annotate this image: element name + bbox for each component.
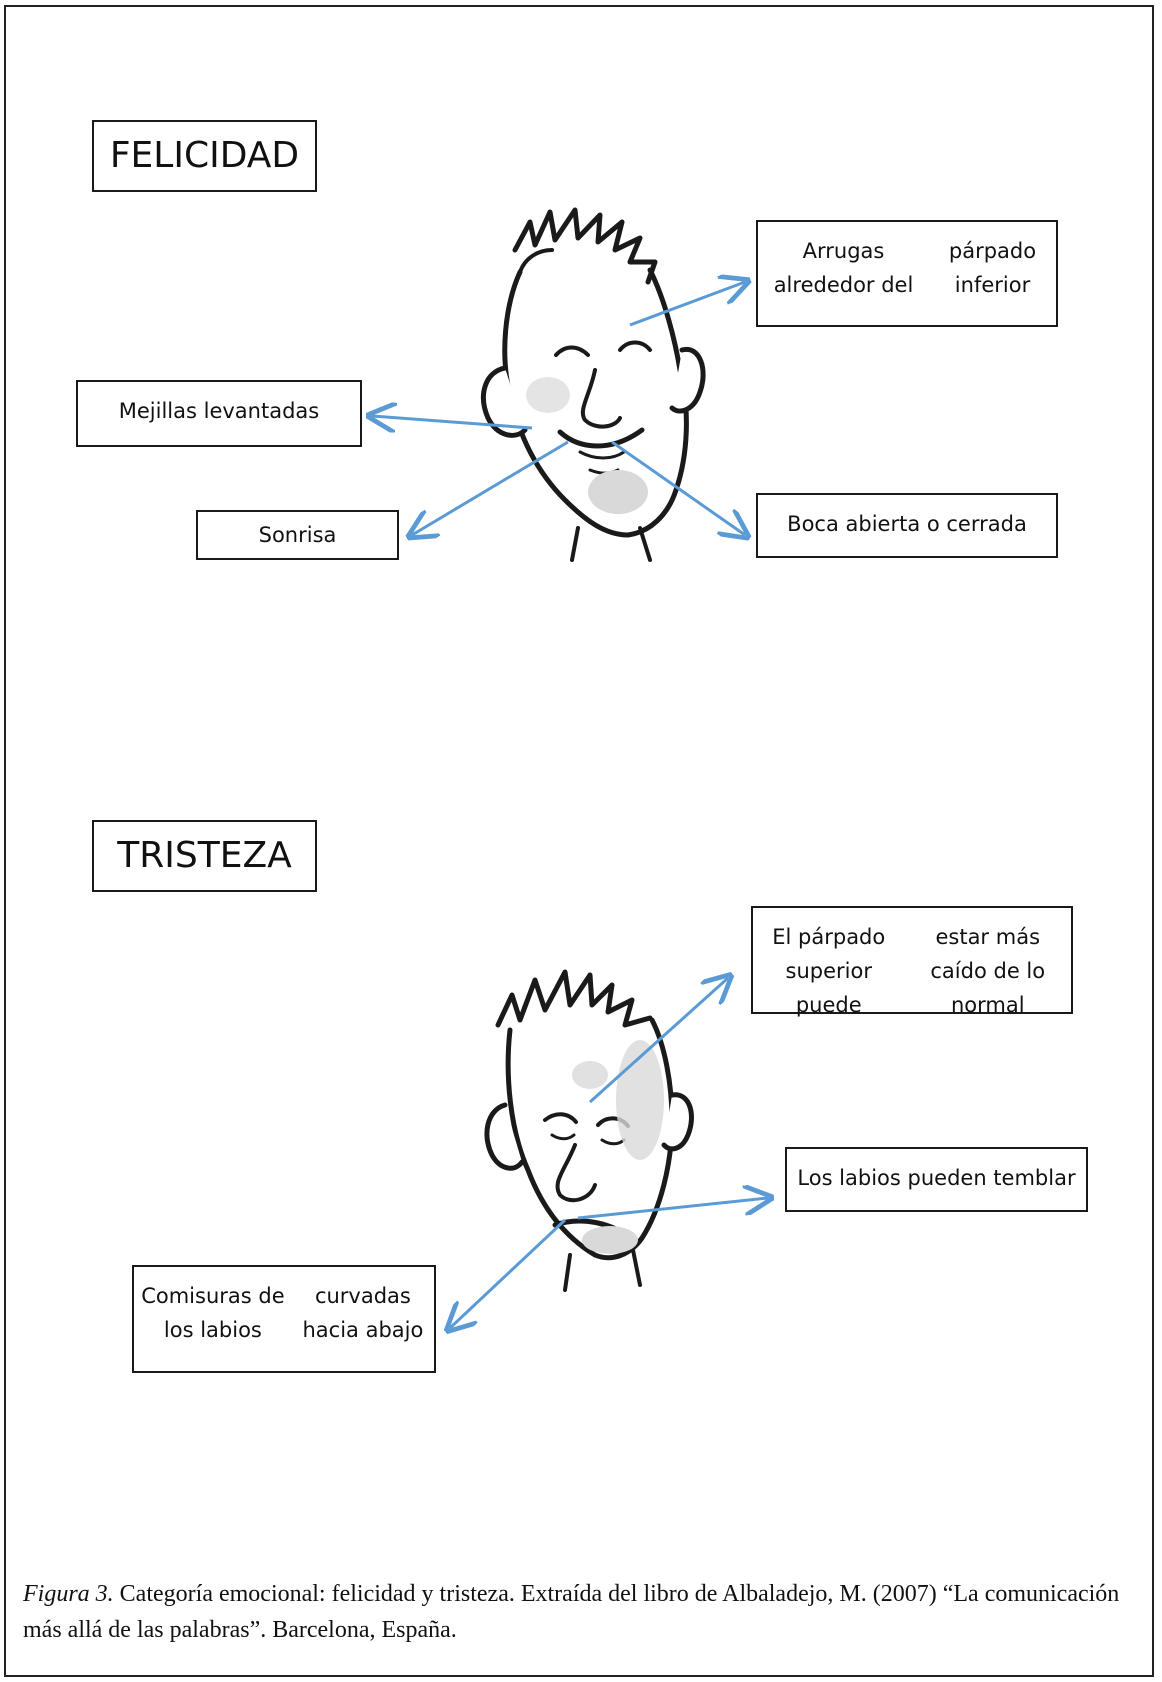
figure-frame: [4, 5, 1154, 1677]
label-mouth-open-closed: Boca abierta o cerrada: [756, 493, 1058, 558]
arrow-lip-corners: [450, 1218, 567, 1328]
figure-caption-text: Categoría emocional: felicidad y tristez…: [23, 1581, 1120, 1643]
arrow-lips-tremble: [577, 1198, 768, 1220]
label-eyelid-wrinkles-line2: párpado inferior: [948, 239, 1037, 297]
arrow-eyelid-wrinkles: [629, 282, 745, 327]
label-raised-cheeks: Mejillas levantadas: [76, 380, 362, 447]
label-upper-eyelid: El párpado superior puede estar más caíd…: [751, 906, 1073, 1017]
label-lip-corners-line1: Comisuras de los labios: [141, 1284, 285, 1342]
arrow-upper-eyelid: [588, 978, 728, 1104]
sad-face-illustration: [484, 969, 694, 1292]
arrow-mouth: [611, 440, 745, 535]
label-eyelid-wrinkles-line1: Arrugas alrededor del: [773, 239, 914, 297]
figure-caption-label: Figura 3.: [23, 1581, 114, 1607]
arrow-smile: [412, 440, 569, 535]
label-lip-corners: Comisuras de los labios curvadas hacia a…: [132, 1265, 436, 1373]
happiness-arrows: [372, 282, 745, 535]
happy-face-illustration: [481, 207, 706, 562]
figure-caption: Figura 3. Categoría emocional: felicidad…: [23, 1576, 1133, 1648]
label-lips-tremble: Los labios pueden temblar: [785, 1147, 1088, 1212]
label-upper-eyelid-line1: El párpado superior puede: [772, 925, 886, 1017]
sadness-arrows: [450, 978, 768, 1328]
arrow-raised-cheeks: [372, 416, 533, 428]
label-upper-eyelid-line2: estar más caído de lo normal: [930, 925, 1046, 1017]
label-smile: Sonrisa: [196, 510, 399, 560]
happiness-title: FELICIDAD: [92, 120, 317, 192]
sadness-title: TRISTEZA: [92, 820, 317, 892]
label-eyelid-wrinkles: Arrugas alrededor del párpado inferior: [756, 220, 1058, 327]
label-lip-corners-line2: curvadas hacia abajo: [302, 1284, 424, 1342]
